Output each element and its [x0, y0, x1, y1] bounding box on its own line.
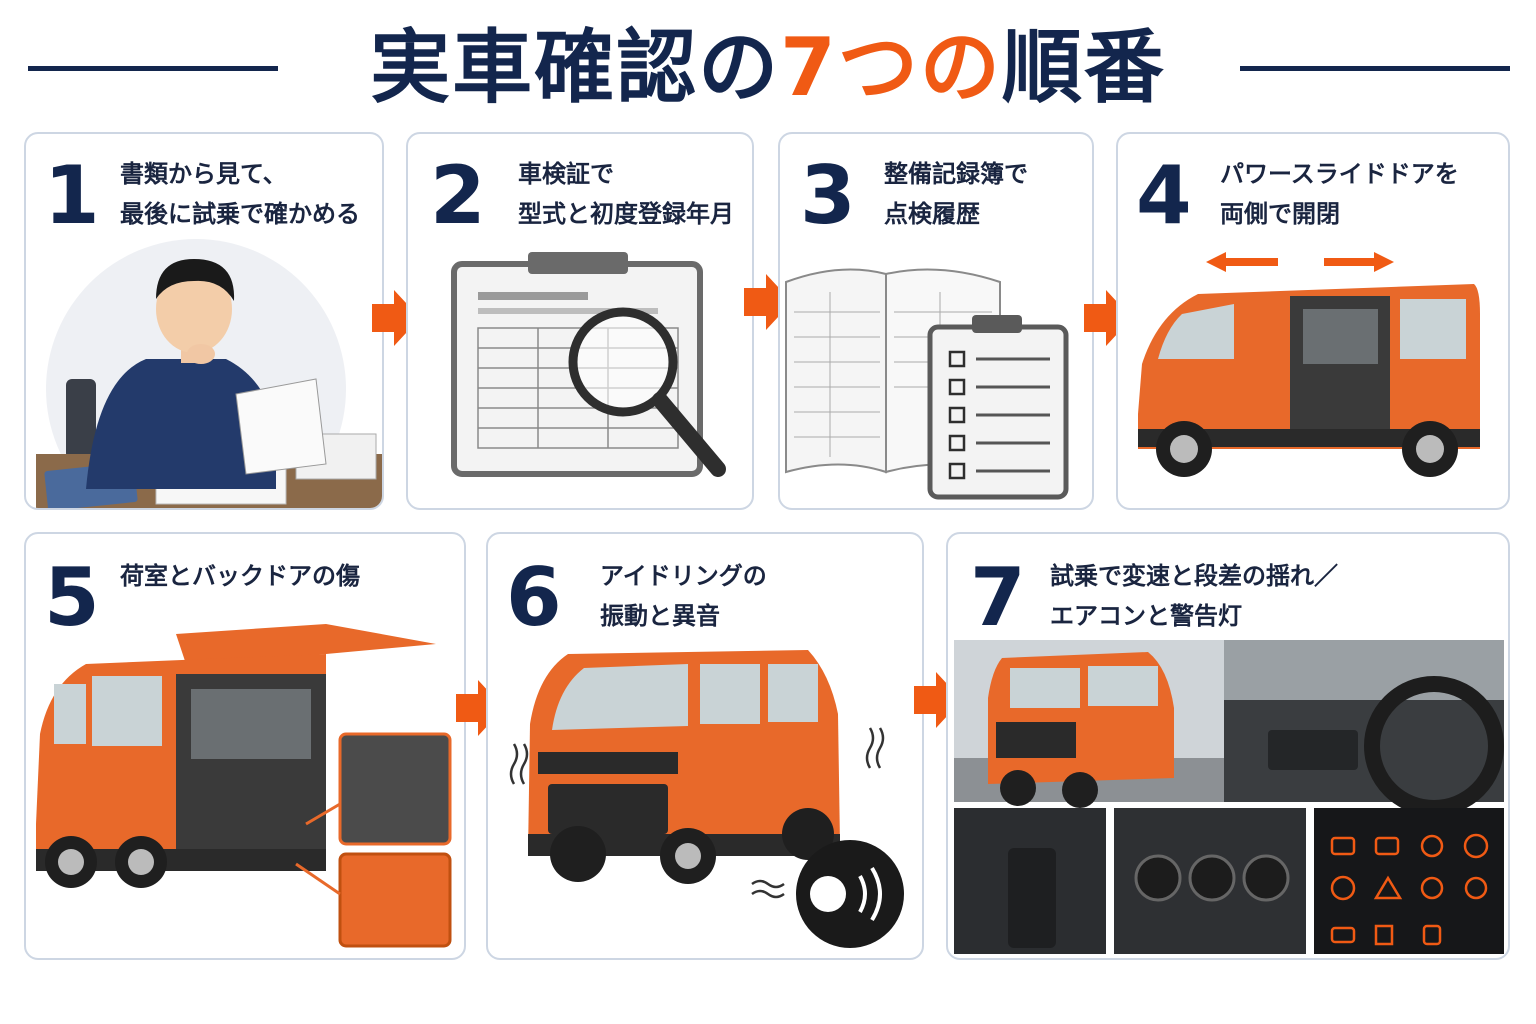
title-part2: 順番 — [1001, 21, 1166, 114]
step-card-7: 7 試乗で変速と段差の揺れ／ エアコンと警告灯 — [946, 532, 1510, 960]
step-caption-line2: 両側で開閉 — [1220, 200, 1340, 228]
next-arrow-icon — [744, 274, 792, 330]
step-number: 4 — [1136, 149, 1192, 242]
next-arrow-icon — [1084, 290, 1132, 346]
step-caption-line1: アイドリングの — [600, 562, 767, 590]
header: 実車確認の7つの順番 — [0, 18, 1536, 118]
logbook-checklist-icon — [785, 268, 1069, 500]
step-caption-line2: エアコンと警告灯 — [1050, 602, 1242, 630]
step-number: 6 — [506, 551, 562, 644]
step-caption-line2: 型式と初度登録年月 — [518, 200, 734, 228]
step-caption-line1: パワースライドドアを — [1220, 160, 1459, 188]
van-sliding-door-icon — [1138, 252, 1480, 477]
step-card-1: 1 書類から見て、 最後に試乗で確かめる — [24, 132, 384, 510]
title-left-rule — [28, 66, 278, 71]
step-number: 3 — [800, 149, 856, 242]
step-caption-line1: 荷室とバックドアの傷 — [120, 562, 360, 590]
step-card-6: 6 アイドリングの 振動と異音 — [486, 532, 924, 960]
title-part1: 実車確認の — [370, 21, 781, 114]
next-arrow-icon — [914, 672, 962, 728]
person-reading-icon — [36, 239, 382, 508]
step-card-4: 4 パワースライドドアを 両側で開閉 — [1116, 132, 1510, 510]
step-card-5: 5 荷室とバックドアの傷 — [24, 532, 466, 960]
step-caption-line1: 車検証で — [518, 160, 614, 188]
title-right-rule — [1240, 66, 1510, 71]
step-card-3: 3 整備記録簿で 点検履歴 — [778, 132, 1094, 510]
step-caption-line2: 点検履歴 — [884, 200, 980, 228]
page-title: 実車確認の7つの順番 — [0, 18, 1536, 118]
step-caption-line2: 最後に試乗で確かめる — [120, 200, 360, 228]
test-drive-icon — [954, 640, 1504, 954]
step-caption-line1: 整備記録簿で — [884, 160, 1028, 188]
step-card-2: 2 車検証で 型式と初度登録年月 — [406, 132, 754, 510]
step-caption-line1: 書類から見て、 — [120, 160, 287, 188]
van-backdoor-icon — [36, 624, 452, 948]
step-caption-line2: 振動と異音 — [600, 602, 720, 630]
next-arrow-icon — [372, 290, 420, 346]
step-number: 1 — [44, 149, 100, 242]
step-number: 7 — [970, 551, 1026, 644]
step-number: 5 — [44, 551, 100, 644]
title-highlight: 7つの — [780, 21, 1002, 114]
van-idling-icon — [509, 650, 904, 948]
next-arrow-icon — [456, 680, 504, 736]
step-number: 2 — [430, 149, 486, 242]
step-caption-line1: 試乗で変速と段差の揺れ／ — [1050, 562, 1338, 590]
document-magnifier-icon — [451, 252, 726, 477]
